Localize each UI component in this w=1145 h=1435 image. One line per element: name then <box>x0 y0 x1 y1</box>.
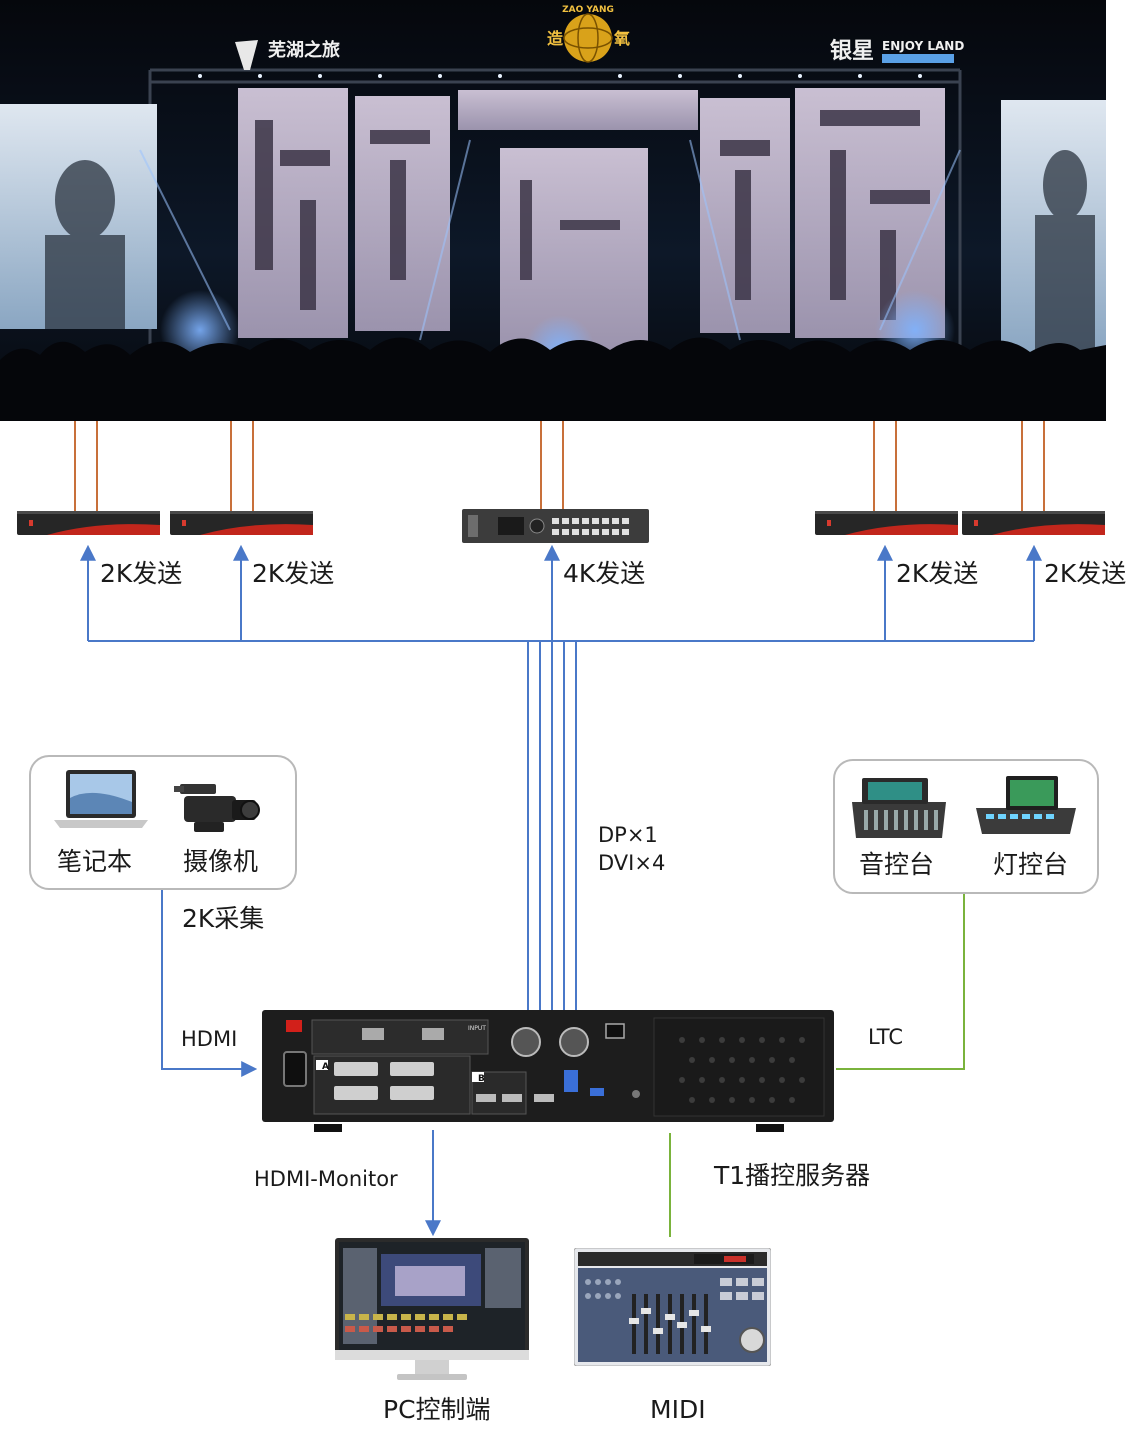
sender-label-1: 2K发送 <box>100 559 183 588</box>
camcorder-label: 摄像机 <box>183 847 259 876</box>
hdmi-monitor-label: HDMI-Monitor <box>254 1167 398 1191</box>
right-logo-cn: 银星 <box>830 39 874 64</box>
signal-note-dvi: DVI×4 <box>598 851 666 875</box>
card-b-label: B <box>478 1074 485 1084</box>
concert-stage-photo: 芜湖之旅 ZAO YANG 造 氧 银星 ENJOY LAND <box>0 0 1106 421</box>
left-logo-text: 芜湖之旅 <box>268 39 340 61</box>
sender-label-5: 2K发送 <box>1044 559 1127 588</box>
audio-console-label: 音控台 <box>859 850 935 879</box>
sender-label-2: 2K发送 <box>252 559 335 588</box>
power-socket-icon <box>283 1051 307 1087</box>
center-logo-globe <box>564 14 612 62</box>
hdmi-label: HDMI <box>181 1027 238 1051</box>
ltc-label: LTC <box>868 1025 904 1049</box>
sender-2k-4 <box>962 511 1105 535</box>
dp-dvi-bundle <box>527 641 577 1012</box>
center-logo-left: 造 <box>547 29 564 48</box>
laptop-label: 笔记本 <box>57 847 133 876</box>
audio-console-icon <box>852 778 946 838</box>
pc-control-label: PC控制端 <box>383 1395 491 1424</box>
sender-2k-3 <box>815 511 958 535</box>
card-a-label: A <box>322 1062 329 1072</box>
right-logo-en: ENJOY LAND <box>882 39 964 53</box>
center-logo-right: 氧 <box>613 29 630 48</box>
capture-label: 2K采集 <box>182 904 265 933</box>
left-logo-mark <box>235 40 258 70</box>
camcorder-icon <box>174 784 260 832</box>
input-label: INPUT <box>468 1025 486 1032</box>
server-name-label: T1播控服务器 <box>714 1161 871 1190</box>
pc-monitor-icon <box>335 1238 529 1380</box>
power-switch-icon <box>286 1020 302 1032</box>
xlr-port-2 <box>559 1027 589 1057</box>
sender-4k <box>462 509 649 543</box>
sender-bus <box>80 544 1042 642</box>
midi-label: MIDI <box>650 1395 706 1424</box>
ethernet-port <box>605 1023 625 1039</box>
xlr-port-1 <box>511 1027 541 1057</box>
laptop-icon <box>54 770 148 828</box>
ltc-line <box>836 892 965 1070</box>
sender-2k-2 <box>170 511 313 535</box>
lighting-console-label: 灯控台 <box>993 850 1069 879</box>
sender-label-3: 4K发送 <box>563 559 646 588</box>
hdmi-input-line <box>161 890 258 1077</box>
lighting-console-icon <box>976 776 1076 834</box>
sender-label-4: 2K发送 <box>896 559 979 588</box>
signal-note-dp: DP×1 <box>598 823 658 847</box>
midi-controller-icon <box>574 1248 771 1366</box>
sender-2k-1 <box>17 511 160 535</box>
t1-server-rear-panel: A B INPUT <box>262 1010 834 1132</box>
center-logo-top: ZAO YANG <box>562 5 614 15</box>
led-cables <box>74 421 1045 511</box>
